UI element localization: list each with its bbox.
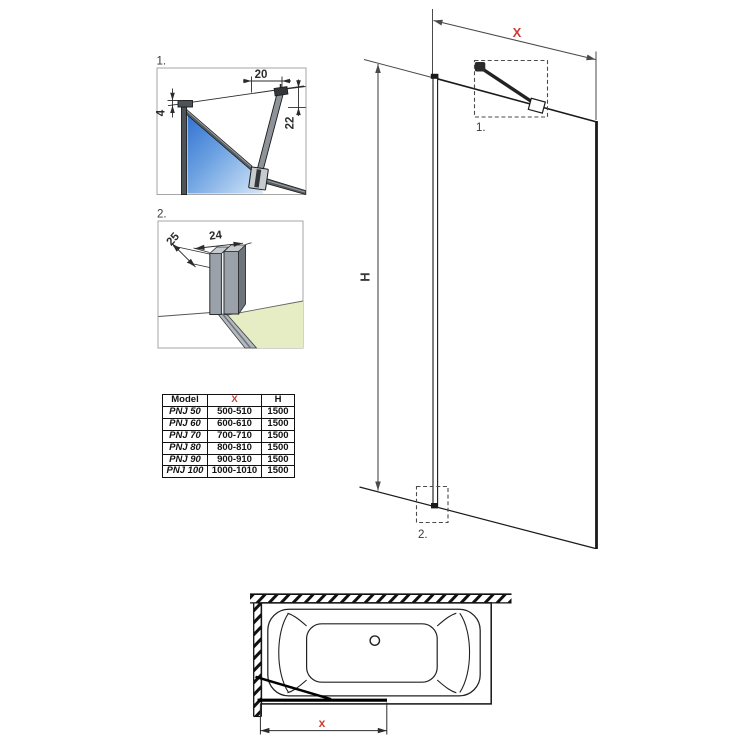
detail2-dim-width: 24 <box>209 229 224 243</box>
dim22-arrowheads <box>296 80 301 116</box>
dim25-ext-top <box>172 245 210 255</box>
drain <box>369 635 381 646</box>
h-cell: 1500 <box>261 405 295 419</box>
support-arm <box>480 66 533 103</box>
h-cell: 1500 <box>261 441 295 455</box>
bathtub-inner-rim <box>267 608 481 697</box>
detail1-glass-bracket-slot <box>254 169 262 188</box>
model-cell: PNJ 100 <box>162 465 208 479</box>
glass-top-edge <box>437 78 598 123</box>
table-row: PNJ 100 1000-1010 1500 <box>162 465 295 479</box>
model-cell: PNJ 80 <box>162 441 208 455</box>
elevation-width-label: X <box>513 25 522 40</box>
dim25-arrowheads <box>172 243 196 267</box>
dim24-ext-right <box>245 242 252 245</box>
detail-1-label: 1. <box>157 56 167 68</box>
wall-profile <box>432 76 439 508</box>
x-range-cell: 600-610 <box>207 417 262 431</box>
detail1-wall-profile <box>181 104 187 195</box>
glass-edge-highlight-a <box>186 110 252 167</box>
callout-2-label: 2. <box>418 529 428 541</box>
arm-wall-mount <box>474 62 486 72</box>
model-cell: PNJ 90 <box>162 453 208 467</box>
h-cell: 1500 <box>261 417 295 431</box>
detail-2-label: 2. <box>157 209 167 221</box>
model-cell: PNJ 60 <box>162 417 208 431</box>
table-header-row: Model X H <box>162 394 295 407</box>
detail-2-inset: 2. 24 25 <box>157 209 304 349</box>
detail1-wall-profile-cap <box>177 100 193 108</box>
x-range-cell: 1000-1010 <box>207 465 262 479</box>
plan-support-arm <box>255 675 332 701</box>
profile-channel-right <box>223 251 240 315</box>
table-row: PNJ 50 500-510 1500 <box>162 405 295 419</box>
dim22-tick-top <box>285 86 306 90</box>
table-row: PNJ 70 700-710 1500 <box>162 429 295 443</box>
x-range-cell: 900-910 <box>207 453 262 467</box>
table-row: PNJ 60 600-610 1500 <box>162 417 295 431</box>
col-header-x: X <box>207 394 262 407</box>
bathtub-end-contours <box>278 612 471 694</box>
dim24-arrowheads <box>195 241 243 250</box>
model-cell: PNJ 50 <box>162 405 208 419</box>
bathtub-floor <box>306 623 438 683</box>
detail1-dim-left: 4 <box>156 109 168 116</box>
table-row: PNJ 90 900-910 1500 <box>162 453 295 467</box>
h-cell: 1500 <box>261 453 295 467</box>
glass-bottom-edge <box>359 486 596 550</box>
detail1-dim-right: 22 <box>285 117 297 130</box>
spec-table: Model X H PNJ 50 500-510 1500 PNJ 60 600… <box>162 394 295 479</box>
detail1-arm-wall-mount <box>273 86 289 97</box>
col-header-model: Model <box>162 394 208 407</box>
col-header-h: H <box>261 394 295 407</box>
dim4-arrowheads <box>170 92 175 113</box>
wall-profile-top-cap <box>430 73 439 79</box>
h-extension-top <box>363 59 435 79</box>
x-range-cell: 700-710 <box>207 429 262 443</box>
plan-view: x <box>250 593 512 735</box>
detail-1-inset: 1. 20 4 22 <box>156 56 307 195</box>
callout-box-1 <box>473 59 549 118</box>
plan-width-label: x <box>319 716 326 730</box>
callout-box-2 <box>415 485 449 524</box>
profile-channel-left <box>209 253 222 315</box>
bathtub-floor-edge <box>227 300 304 316</box>
elevation-drawing: X H 1. 2. <box>358 9 598 550</box>
x-dimension-line <box>433 19 596 61</box>
detail1-dim-top: 20 <box>255 69 268 81</box>
wall-profile-bottom-cap <box>431 503 438 509</box>
profile-channel-right-side <box>238 244 247 316</box>
x-range-cell: 500-510 <box>207 405 262 419</box>
table-row: PNJ 80 800-810 1500 <box>162 441 295 455</box>
x-range-cell: 800-810 <box>207 441 262 455</box>
h-cell: 1500 <box>261 465 295 479</box>
h-cell: 1500 <box>261 429 295 443</box>
model-cell: PNJ 70 <box>162 429 208 443</box>
glass-edge-highlight-b <box>266 180 306 193</box>
glass-rundown-line <box>221 313 252 349</box>
callout-1-label: 1. <box>476 122 486 134</box>
spec-table-container: Model X H PNJ 50 500-510 1500 PNJ 60 600… <box>162 394 295 479</box>
elevation-height-label: H <box>358 272 373 281</box>
floor-line <box>158 312 212 317</box>
arm-glass-bracket <box>527 97 547 114</box>
